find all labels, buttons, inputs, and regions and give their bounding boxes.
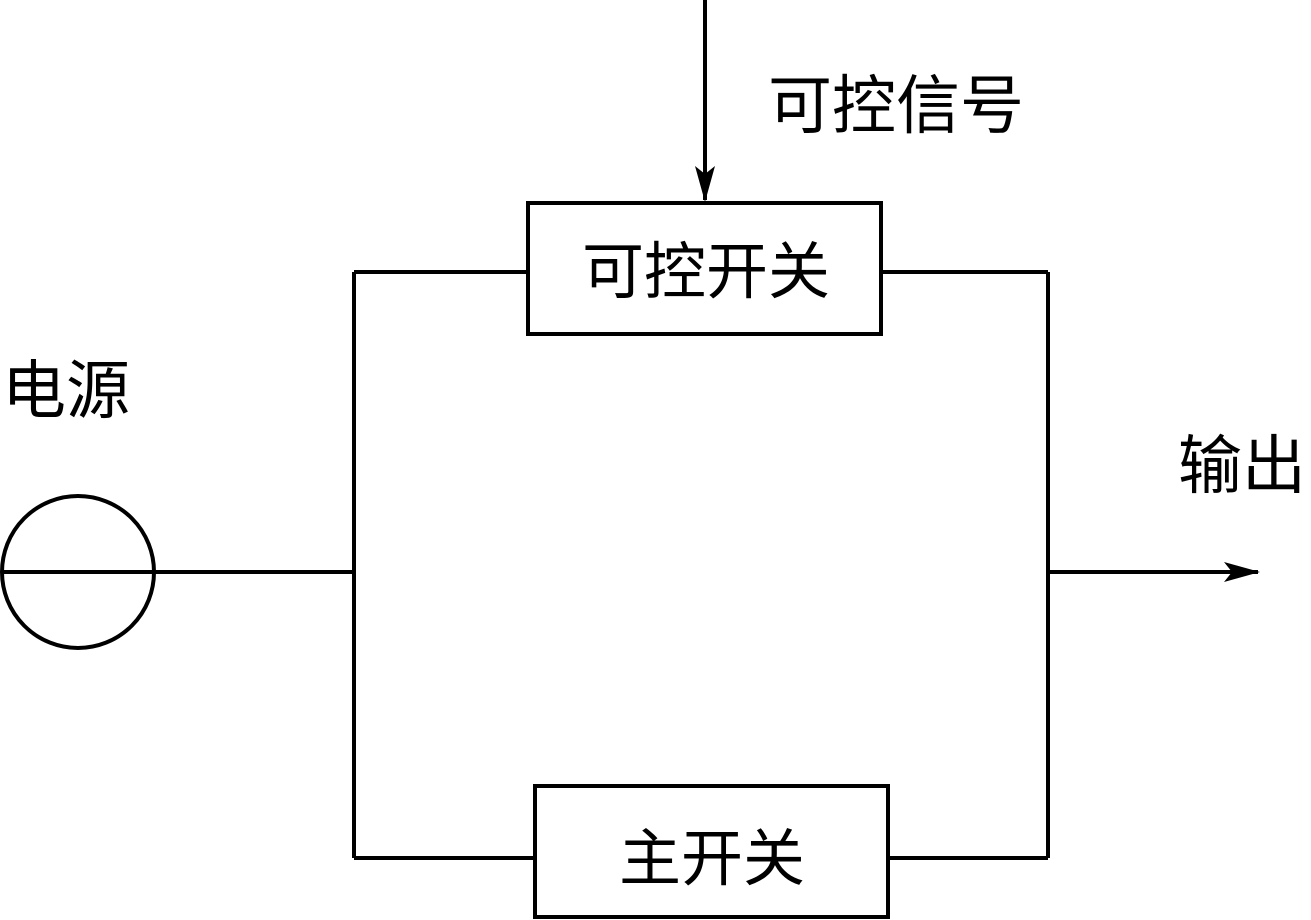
- controllable-switch-label: 可控开关: [582, 235, 830, 308]
- control-signal-label: 可控信号: [768, 70, 1024, 144]
- output-label: 输出: [1178, 430, 1306, 504]
- main-switch-box: 主开关: [533, 784, 890, 919]
- main-switch-label: 主开关: [619, 822, 805, 895]
- controllable-switch-box: 可控开关: [526, 201, 883, 336]
- power-source-label: 电源: [2, 355, 130, 429]
